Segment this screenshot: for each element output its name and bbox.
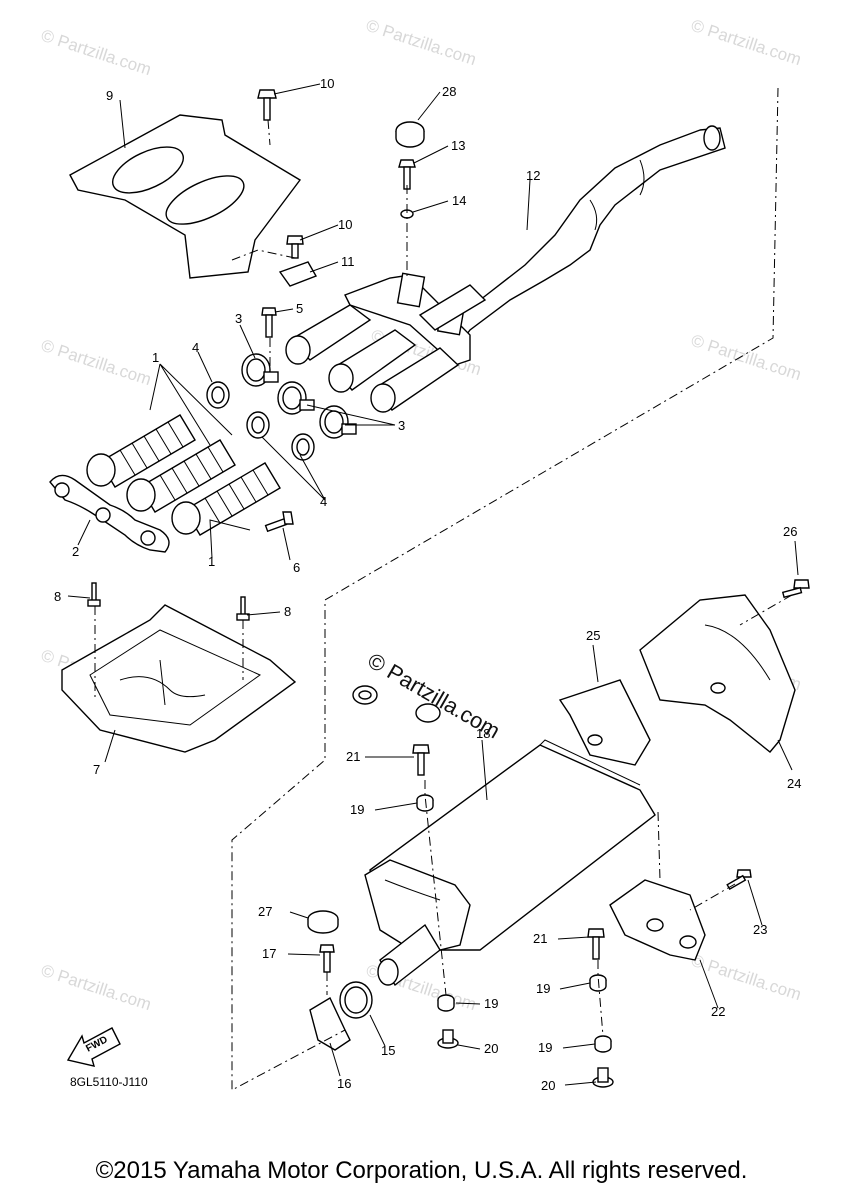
watermark: © Partzilla.com xyxy=(39,961,154,1014)
callout-9: 9 xyxy=(106,88,113,103)
watermark: © Partzilla.com xyxy=(689,331,804,384)
part-6-bolt xyxy=(264,511,294,533)
callout-18: 18 xyxy=(476,726,490,741)
part-13-bolt xyxy=(398,159,416,190)
part-20-bushing xyxy=(592,1067,614,1088)
part-4-gasket xyxy=(291,433,315,461)
watermark: © Partzilla.com xyxy=(689,951,804,1004)
part-8-rivet xyxy=(87,582,101,607)
callout-1: 1 xyxy=(208,554,215,569)
part-16-bracket xyxy=(309,997,351,1051)
callout-19: 19 xyxy=(350,802,364,817)
callout-25: 25 xyxy=(586,628,600,643)
part-19-collar xyxy=(589,974,607,992)
watermark-main: © Partzilla.com xyxy=(364,648,505,744)
part-20-bushing xyxy=(437,1029,459,1049)
grommet xyxy=(415,703,441,723)
part-10-bolt xyxy=(286,235,304,259)
grommet xyxy=(352,685,378,705)
watermark: © Partzilla.com xyxy=(689,16,804,69)
leader-lines xyxy=(67,83,799,1086)
part-5-bolt xyxy=(261,307,277,338)
callout-19: 19 xyxy=(538,1040,552,1055)
callout-3: 3 xyxy=(398,418,405,433)
part-18-muffler xyxy=(364,739,656,987)
callout-8: 8 xyxy=(284,604,291,619)
callout-20: 20 xyxy=(541,1078,555,1093)
callout-19: 19 xyxy=(536,981,550,996)
callout-23: 23 xyxy=(753,922,767,937)
callout-28: 28 xyxy=(442,84,456,99)
watermark: © Partzilla.com xyxy=(39,26,154,79)
part-26-bolt xyxy=(781,579,810,599)
callout-19: 19 xyxy=(484,996,498,1011)
part-1-flex-joint xyxy=(126,439,236,513)
callout-21: 21 xyxy=(533,931,547,946)
callout-13: 13 xyxy=(451,138,465,153)
callout-10: 10 xyxy=(338,217,352,232)
watermark: © Partzilla.com xyxy=(39,336,154,389)
callout-15: 15 xyxy=(381,1043,395,1058)
part-19-collar xyxy=(594,1035,612,1053)
callout-2: 2 xyxy=(72,544,79,559)
callout-8: 8 xyxy=(54,589,61,604)
callout-10: 10 xyxy=(320,76,334,91)
part-8-rivet xyxy=(236,596,250,621)
part-3-clamp xyxy=(277,381,315,415)
part-9-heat-shield xyxy=(69,114,302,279)
part-1-flex-joint xyxy=(171,462,281,536)
part-21-bolt xyxy=(587,928,605,960)
part-22-bracket xyxy=(609,879,706,961)
callout-21: 21 xyxy=(346,749,360,764)
part-27-cap xyxy=(307,910,339,934)
part-3-clamp xyxy=(241,353,279,387)
part-4-gasket xyxy=(246,411,270,439)
part-11-clip xyxy=(278,261,318,287)
callout-5: 5 xyxy=(296,301,303,316)
part-19-collar xyxy=(416,794,434,812)
callout-17: 17 xyxy=(262,946,276,961)
part-28-cap xyxy=(395,121,425,148)
part-25-band xyxy=(558,679,651,766)
part-2-gasket-plate xyxy=(49,474,170,553)
callout-16: 16 xyxy=(337,1076,351,1091)
part-4-gasket xyxy=(206,381,230,409)
part-12-exhaust-pipe xyxy=(285,125,726,413)
callout-7: 7 xyxy=(93,762,100,777)
part-3-clamp xyxy=(319,405,357,439)
callout-26: 26 xyxy=(783,524,797,539)
assembly-lines xyxy=(94,87,793,1091)
part-7-skid-plate xyxy=(61,604,297,753)
copyright-notice: ©2015 Yamaha Motor Corporation, U.S.A. A… xyxy=(95,1157,748,1184)
callout-27: 27 xyxy=(258,904,272,919)
part-10-bolt xyxy=(257,89,277,121)
part-17-bolt xyxy=(319,944,335,973)
callout-6: 6 xyxy=(293,560,300,575)
part-24-tail-guard xyxy=(639,594,796,753)
callouts: 1 1 2 3 3 4 4 5 6 7 8 8 9 10 10 11 12 13… xyxy=(54,76,801,1093)
fwd-arrow-icon: FWD xyxy=(66,1027,121,1067)
callout-3: 3 xyxy=(235,311,242,326)
callout-4: 4 xyxy=(192,340,199,355)
callout-22: 22 xyxy=(711,1004,725,1019)
callout-4: 4 xyxy=(320,494,327,509)
part-19-collar xyxy=(437,994,455,1012)
callout-24: 24 xyxy=(787,776,801,791)
callout-12: 12 xyxy=(526,168,540,183)
watermark: © Partzilla.com xyxy=(364,16,479,69)
callout-20: 20 xyxy=(484,1041,498,1056)
part-21-bolt xyxy=(412,744,430,776)
diagram-code: 8GL5110-J110 xyxy=(70,1075,148,1089)
part-15-gasket xyxy=(339,981,373,1019)
callout-11: 11 xyxy=(341,254,355,269)
part-1-flex-joint xyxy=(86,414,196,488)
callout-14: 14 xyxy=(452,193,466,208)
callout-1: 1 xyxy=(152,350,159,365)
